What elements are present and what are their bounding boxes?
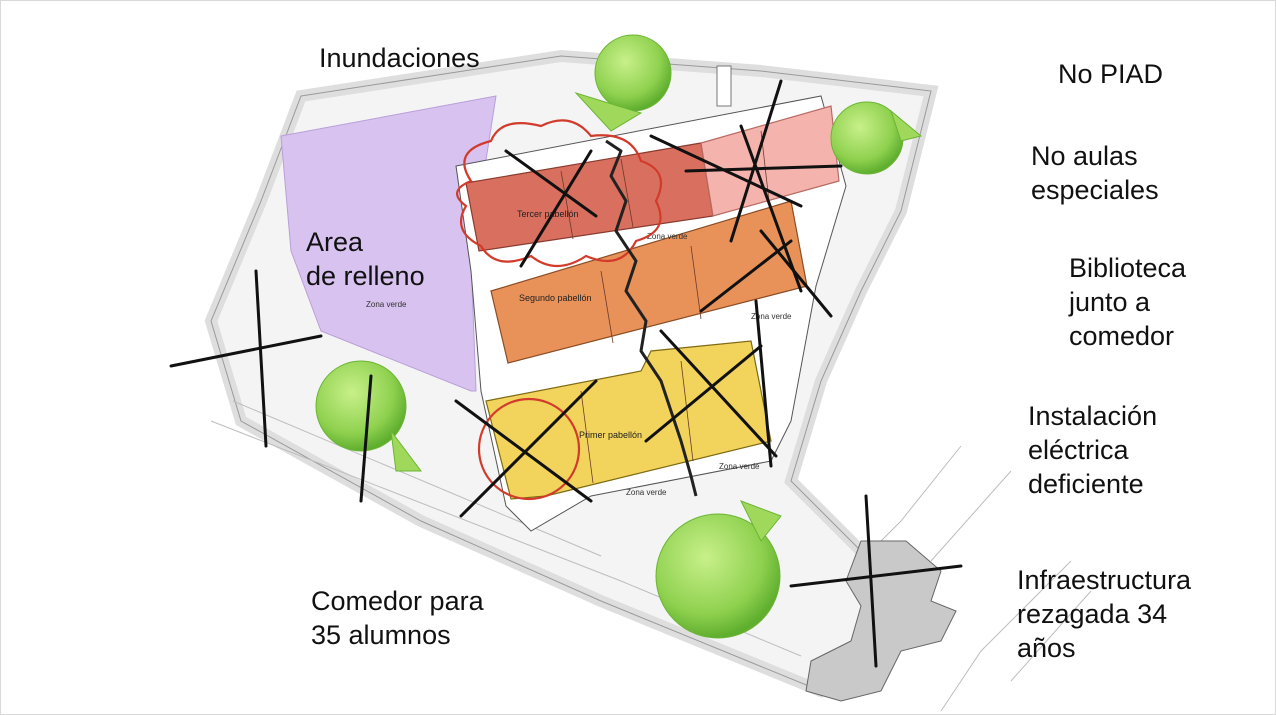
tree-left — [315, 360, 422, 472]
tree-bottom — [655, 500, 782, 639]
label-zona-verde-3: Zona verde — [719, 462, 760, 471]
label-zona-verde-2: Zona verde — [751, 312, 792, 321]
label-primer-pabellon: Primer pabellón — [579, 430, 642, 440]
label-instalacion: Instalación eléctrica deficiente — [1028, 401, 1158, 499]
label-no-piad: No PIAD — [1058, 59, 1164, 89]
label-comedor: Comedor para 35 alumnos — [311, 586, 484, 650]
label-no-aulas: No aulas especiales — [1031, 141, 1159, 205]
label-inundaciones: Inundaciones — [319, 43, 480, 73]
label-segundo-pabellon: Segundo pabellón — [519, 293, 592, 303]
tree-top — [574, 34, 672, 132]
label-zona-verde-4: Zona verde — [626, 488, 667, 497]
small-building — [716, 65, 732, 107]
label-infraestructura: Infraestructura rezagada 34 años — [1017, 565, 1192, 663]
tree-right — [830, 101, 923, 175]
zigzag-path — [605, 139, 698, 497]
plaza — [805, 540, 957, 702]
red-circle-primer — [477, 397, 581, 501]
fill-area — [280, 95, 497, 392]
black-crosses — [169, 79, 963, 668]
label-area-relleno: Area de relleno — [306, 227, 425, 291]
pink-block — [700, 105, 840, 217]
label-biblioteca: Biblioteca junto a comedor — [1069, 253, 1187, 351]
label-tercer-pabellon: Tercer pabellón — [517, 209, 579, 219]
label-zona-verde-5: Zona verde — [366, 300, 407, 309]
red-cloud-top — [456, 119, 663, 268]
label-zona-verde-1: Zona verde — [647, 232, 688, 241]
